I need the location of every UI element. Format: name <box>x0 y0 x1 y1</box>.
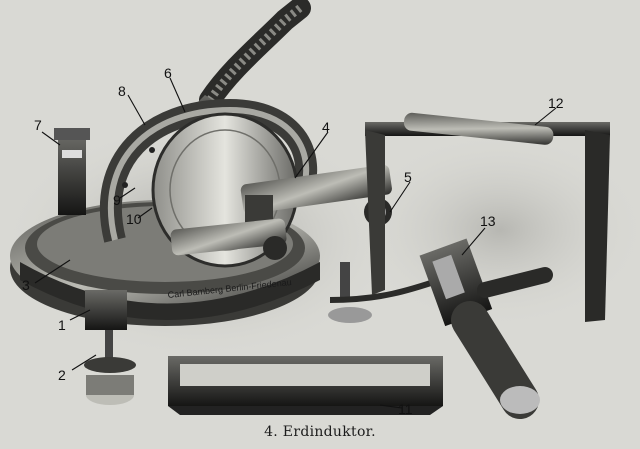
axis-tube <box>240 164 392 214</box>
label-12: 12 <box>548 95 564 111</box>
label-7: 7 <box>34 117 42 133</box>
clamp-post <box>58 135 86 215</box>
leveling-foot <box>85 290 127 330</box>
galvanometer-tube <box>403 112 554 145</box>
label-4: 4 <box>322 119 330 135</box>
label-13: 13 <box>480 213 496 229</box>
label-5: 5 <box>404 169 412 185</box>
label-2: 2 <box>58 367 66 383</box>
crank-handle <box>451 301 539 419</box>
label-8: 8 <box>118 83 126 99</box>
label-3: 3 <box>22 277 30 293</box>
label-9: 9 <box>113 192 121 208</box>
label-11: 11 <box>398 401 413 417</box>
label-1: 1 <box>58 317 66 333</box>
label-6: 6 <box>164 65 172 81</box>
label-10: 10 <box>126 211 142 227</box>
callout-numbers: 1 2 3 4 5 6 7 8 9 10 11 12 13 <box>22 65 564 417</box>
figure-caption: 4. Erdinduktor. <box>264 424 376 440</box>
